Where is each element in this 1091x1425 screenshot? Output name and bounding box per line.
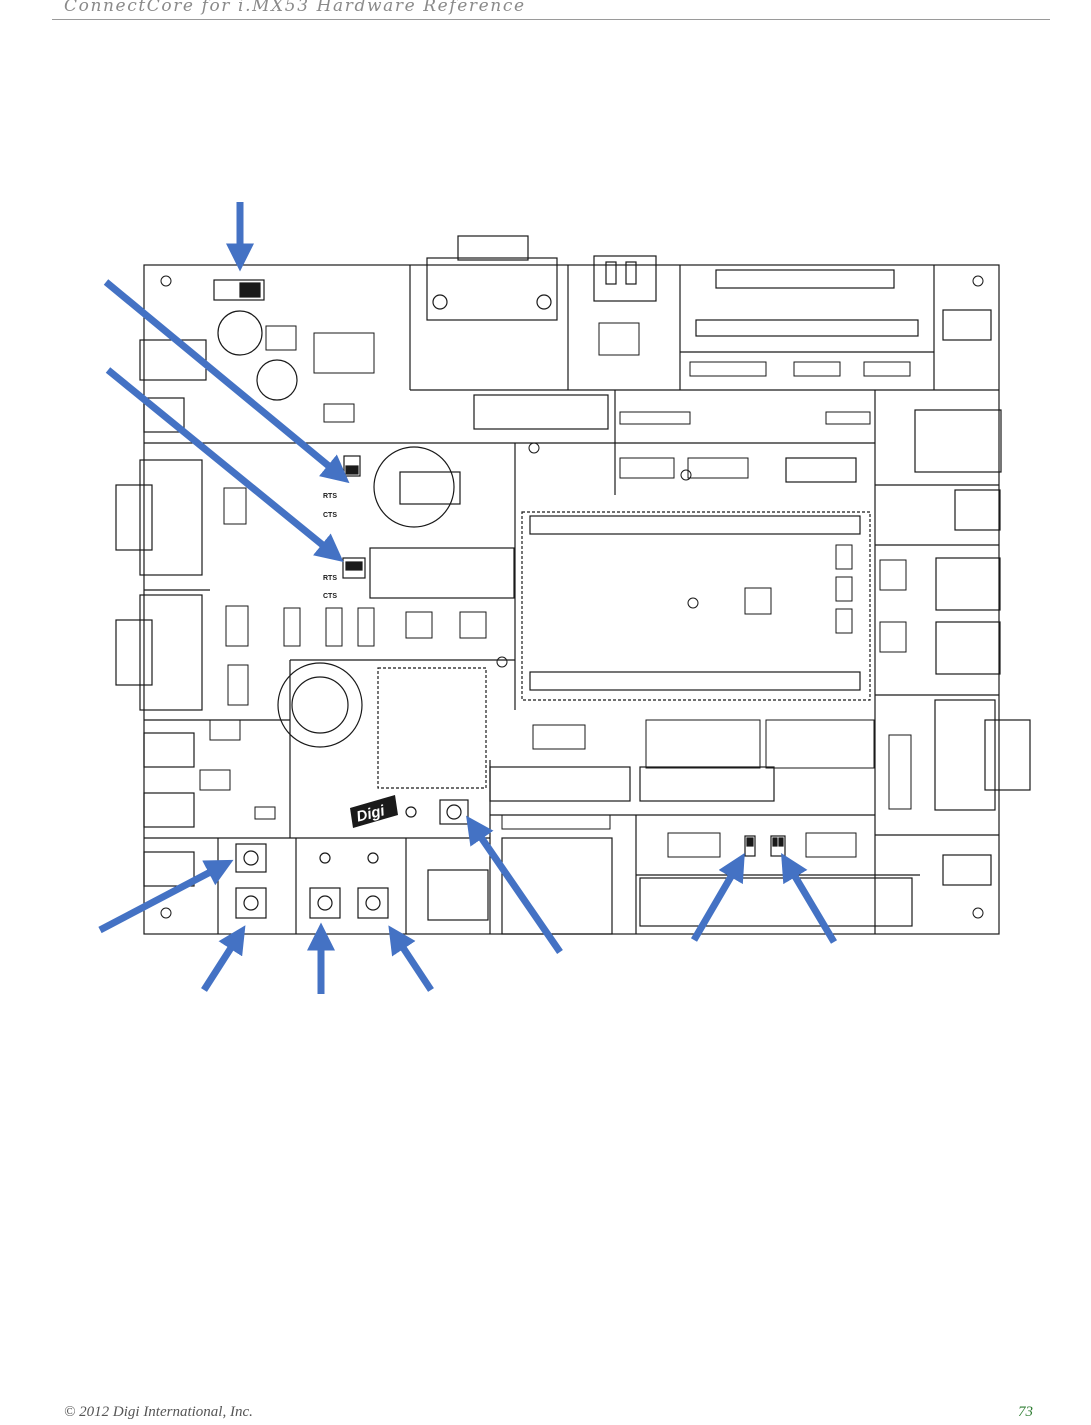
arrow-button-a	[100, 868, 218, 930]
footer-copyright: © 2012 Digi International, Inc.	[64, 1404, 253, 1421]
footer-page-number: 73	[1018, 1404, 1033, 1421]
silkscreen-rts-1: RTS	[323, 493, 337, 500]
module-sockets	[370, 458, 912, 934]
silkscreen-cts-1: CTS	[323, 512, 337, 519]
arrow-dip-switch-1	[694, 868, 736, 940]
right-connectors	[935, 490, 1030, 810]
arrow-button-d	[398, 940, 431, 990]
arrow-dip-switch-2	[790, 868, 834, 942]
board-components	[200, 323, 911, 857]
digi-logo: Digi	[350, 795, 398, 828]
switches	[214, 280, 785, 856]
coin-cell-holders	[218, 311, 460, 747]
silkscreen-cts-2: CTS	[323, 593, 337, 600]
silkscreen-rts-2: RTS	[323, 575, 337, 582]
board-outline	[144, 265, 999, 934]
top-connectors	[427, 236, 1001, 885]
mounting-holes	[161, 276, 983, 918]
arrow-button-b	[204, 940, 236, 990]
left-connectors	[116, 340, 206, 886]
